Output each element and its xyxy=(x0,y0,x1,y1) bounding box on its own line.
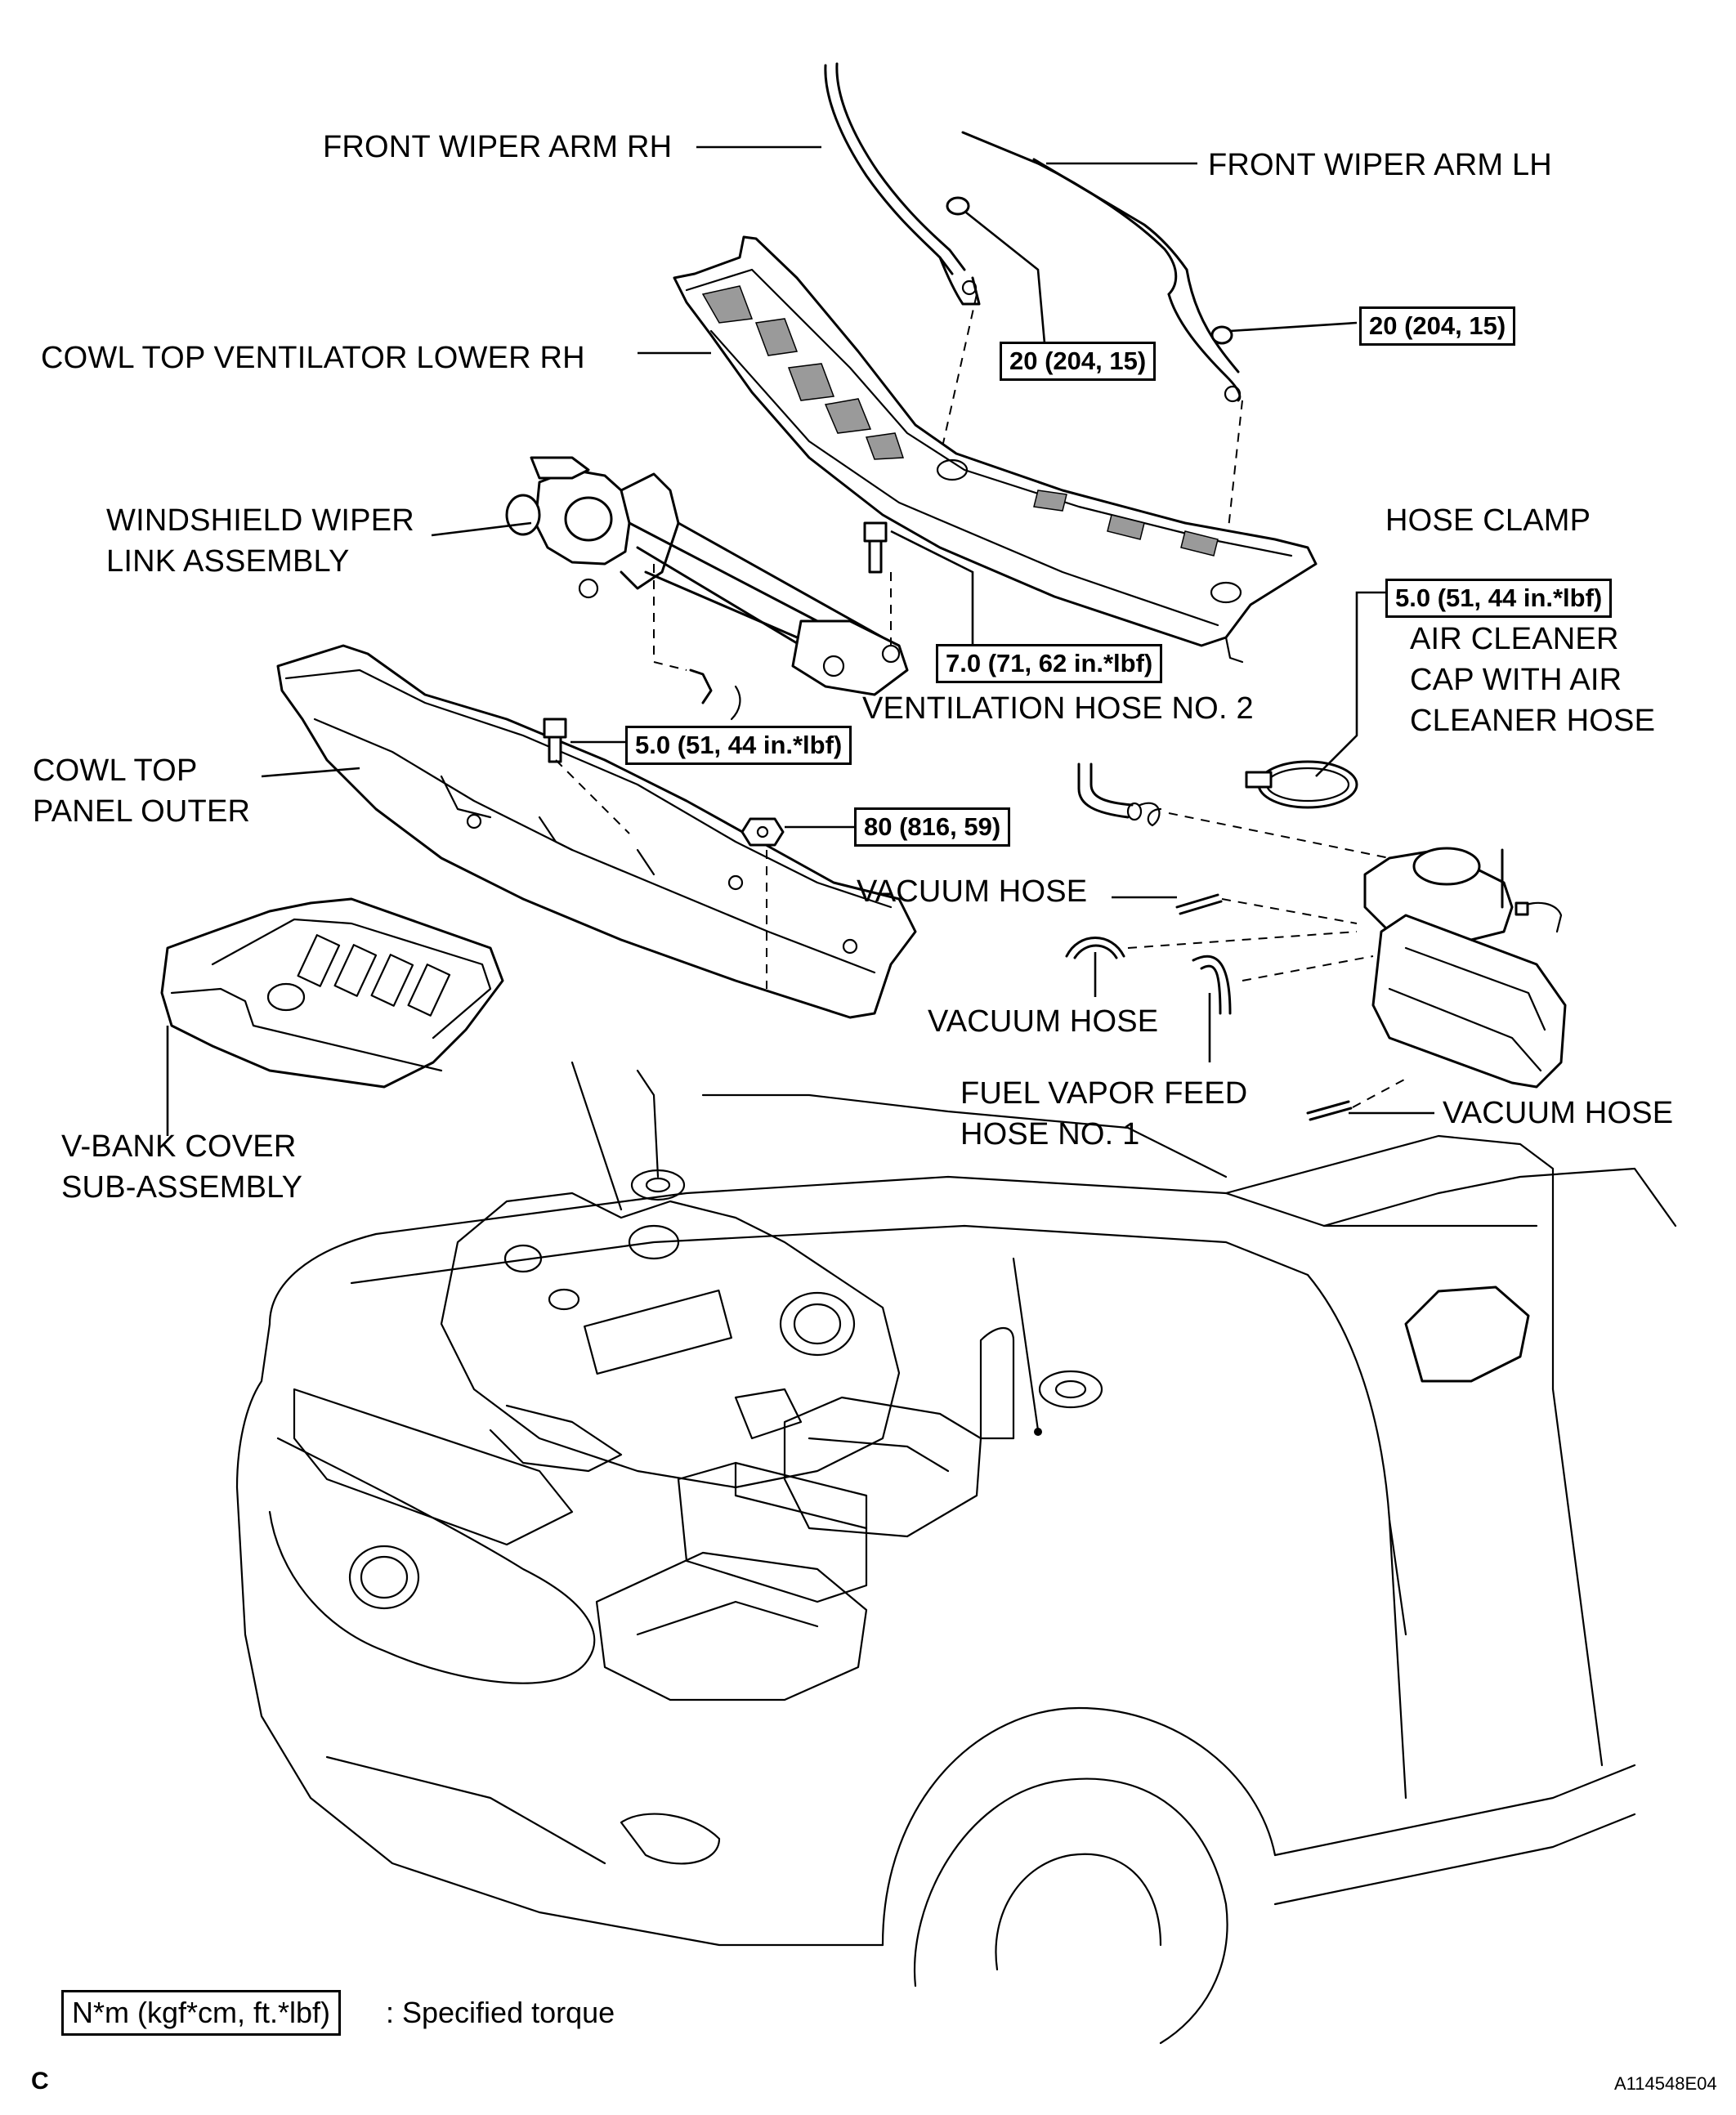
hose-clamp-label: HOSE CLAMP xyxy=(1385,503,1591,538)
torque-wiper-link-bolt: 7.0 (71, 62 in.*lbf) xyxy=(936,644,1163,683)
cowl-top-panel-outer-label-line2: PANEL OUTER xyxy=(33,794,251,829)
fuel-vapor-feed-hose-label-line1: FUEL VAPOR FEED xyxy=(960,1076,1248,1111)
windshield-wiper-link-label-line2: LINK ASSEMBLY xyxy=(106,544,350,579)
air-cleaner-label-line3: CLEANER HOSE xyxy=(1410,704,1656,738)
hose-clamp-drawing xyxy=(1245,760,1358,809)
torque-cowl-panel-bolt: 5.0 (51, 44 in.*lbf) xyxy=(625,726,852,765)
vacuum-hose-upper-drawing xyxy=(1175,893,1223,915)
wiper-link-bolt-drawing xyxy=(863,521,888,574)
cowl-top-panel-outer-label-line1: COWL TOP xyxy=(33,753,198,788)
torque-cowl-panel-nut: 80 (816, 59) xyxy=(854,807,1011,847)
section-letter: C xyxy=(31,2068,49,2095)
torque-unit-legend-description: : Specified torque xyxy=(386,1996,615,2029)
fuel-vapor-feed-hose-drawing xyxy=(1192,955,1232,1015)
cowl-top-panel-outer-drawing xyxy=(276,644,917,1019)
v-bank-cover-label-line1: V-BANK COVER xyxy=(61,1129,297,1164)
v-bank-cover-drawing xyxy=(160,897,504,1089)
front-wiper-arm-lh-label: FRONT WIPER ARM LH xyxy=(1208,148,1552,182)
v-bank-cover-label-line2: SUB-ASSEMBLY xyxy=(61,1170,303,1205)
vacuum-hose-right-label: VACUUM HOSE xyxy=(1443,1096,1674,1130)
torque-wiper-arm-lh: 20 (204, 15) xyxy=(1359,306,1516,346)
windshield-wiper-link-drawing xyxy=(505,456,909,721)
air-cleaner-cap-drawing xyxy=(1363,847,1567,1089)
figure-id: A114548E04 xyxy=(1614,2073,1717,2094)
air-cleaner-label-line1: AIR CLEANER xyxy=(1410,622,1619,656)
vacuum-hose-upper-label: VACUUM HOSE xyxy=(857,874,1088,909)
torque-hose-clamp: 5.0 (51, 44 in.*lbf) xyxy=(1385,579,1613,618)
torque-wiper-arm-rh: 20 (204, 15) xyxy=(1000,342,1157,381)
fuel-vapor-feed-hose-label-line2: HOSE NO. 1 xyxy=(960,1117,1140,1151)
cowl-panel-bolt-drawing xyxy=(543,718,567,763)
front-wiper-arm-lh-drawing xyxy=(961,131,1242,403)
front-wiper-arm-rh-label: FRONT WIPER ARM RH xyxy=(323,130,673,164)
vacuum-hose-right-drawing xyxy=(1306,1100,1353,1121)
air-cleaner-label-line2: CAP WITH AIR xyxy=(1410,663,1622,697)
front-wiper-arm-rh-drawing xyxy=(824,62,981,306)
cowl-top-ventilator-lower-rh-drawing xyxy=(673,235,1318,664)
cowl-panel-nut-drawing xyxy=(740,817,785,847)
windshield-wiper-link-label-line1: WINDSHIELD WIPER xyxy=(106,503,414,538)
cowl-top-ventilator-lower-rh-label: COWL TOP VENTILATOR LOWER RH xyxy=(41,341,585,375)
ventilation-hose-no2-label: VENTILATION HOSE NO. 2 xyxy=(862,691,1254,726)
vacuum-hose-middle-label: VACUUM HOSE xyxy=(928,1004,1159,1039)
vacuum-hose-middle-drawing xyxy=(1065,937,1125,959)
vehicle-outline-drawing xyxy=(235,1061,1677,2045)
torque-unit-legend-box: N*m (kgf*cm, ft.*lbf) xyxy=(61,1990,342,2036)
ventilation-hose-no2-drawing xyxy=(1077,762,1162,827)
